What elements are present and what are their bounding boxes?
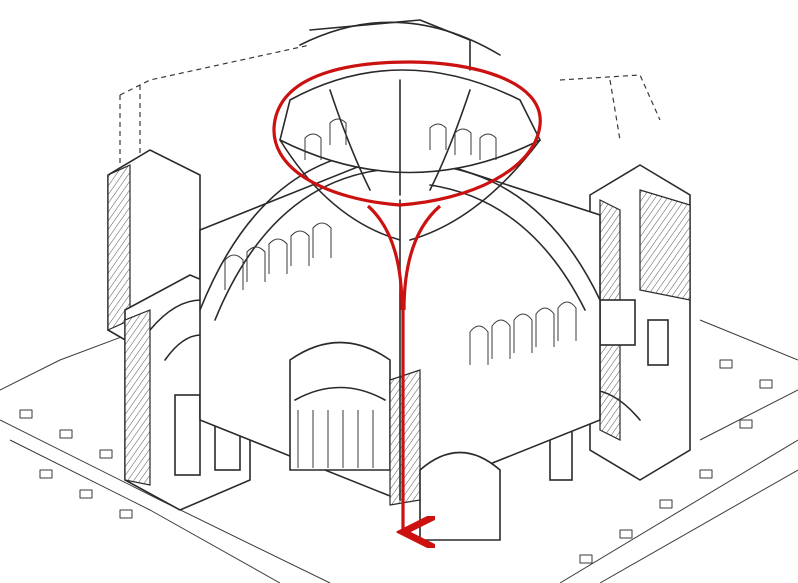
- arcade-arch: [535, 307, 555, 347]
- arcade-arch: [290, 230, 310, 266]
- left-wing: [107, 149, 256, 511]
- floor-pier: [759, 379, 773, 389]
- floor-pier: [699, 469, 713, 479]
- floor-pier: [579, 554, 593, 564]
- arcade-arch: [513, 313, 533, 353]
- floor-pier: [719, 359, 733, 369]
- arcade-arch: [312, 222, 332, 258]
- floor-pier: [99, 449, 113, 459]
- floor-pier: [59, 429, 73, 439]
- removed-structure-outline: [119, 44, 661, 175]
- floor-pier: [39, 469, 53, 479]
- arcade-arch: [557, 301, 577, 341]
- floor-pier: [79, 489, 93, 499]
- floor-pier: [739, 419, 753, 429]
- drum-window: [479, 133, 497, 160]
- arcade-arch: [246, 246, 266, 282]
- apse: [289, 341, 501, 541]
- right-wing: [539, 164, 691, 481]
- drum-window: [329, 118, 347, 145]
- drum-window: [429, 123, 447, 150]
- floor-pier: [619, 529, 633, 539]
- floor-pier: [659, 499, 673, 509]
- arcade-arch: [268, 238, 288, 274]
- arcade-arch: [469, 325, 489, 365]
- drum-window: [304, 133, 322, 160]
- drum-window: [454, 128, 472, 155]
- red-annotation-loop: [272, 60, 542, 311]
- arcade-arch: [224, 254, 244, 290]
- central-dome: [279, 19, 542, 196]
- floor-pier: [119, 509, 133, 519]
- floor-pier: [19, 409, 33, 419]
- arcade-arch: [491, 319, 511, 359]
